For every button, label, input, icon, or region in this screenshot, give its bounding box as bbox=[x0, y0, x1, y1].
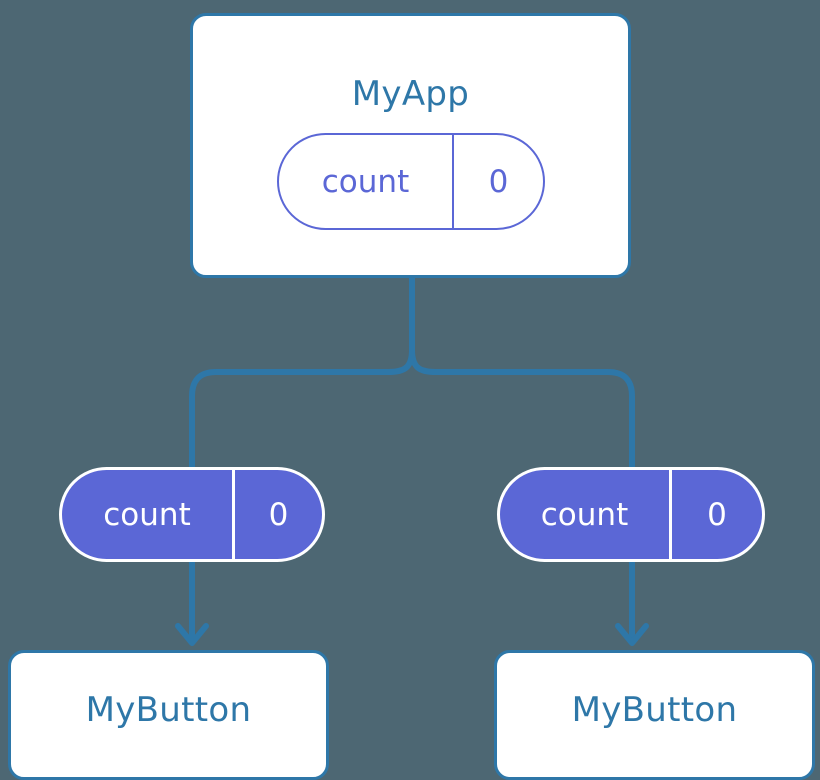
prop-pill-value: 0 bbox=[707, 496, 727, 533]
prop-pill-key: count bbox=[500, 470, 672, 559]
state-pill-myapp[interactable]: count 0 bbox=[277, 133, 545, 230]
prop-pill-value: 0 bbox=[268, 496, 289, 533]
state-pill-value: 0 bbox=[488, 163, 509, 200]
component-title-mybutton: MyButton bbox=[85, 690, 252, 730]
state-pill-key: count bbox=[279, 135, 454, 228]
prop-arrow-right-head bbox=[615, 623, 649, 646]
prop-branch-right bbox=[409, 349, 635, 467]
prop-branch-left bbox=[189, 349, 415, 467]
component-title-myapp: MyApp bbox=[351, 74, 470, 114]
prop-pill-key: count bbox=[62, 470, 235, 559]
prop-pill-left[interactable]: count 0 bbox=[59, 467, 325, 562]
component-node-mybutton-left[interactable]: MyButton bbox=[8, 650, 329, 780]
component-title-mybutton: MyButton bbox=[571, 690, 738, 730]
prop-arrow-left-head bbox=[175, 623, 209, 646]
component-node-mybutton-right[interactable]: MyButton bbox=[494, 650, 815, 780]
prop-pill-right[interactable]: count 0 bbox=[497, 467, 765, 562]
